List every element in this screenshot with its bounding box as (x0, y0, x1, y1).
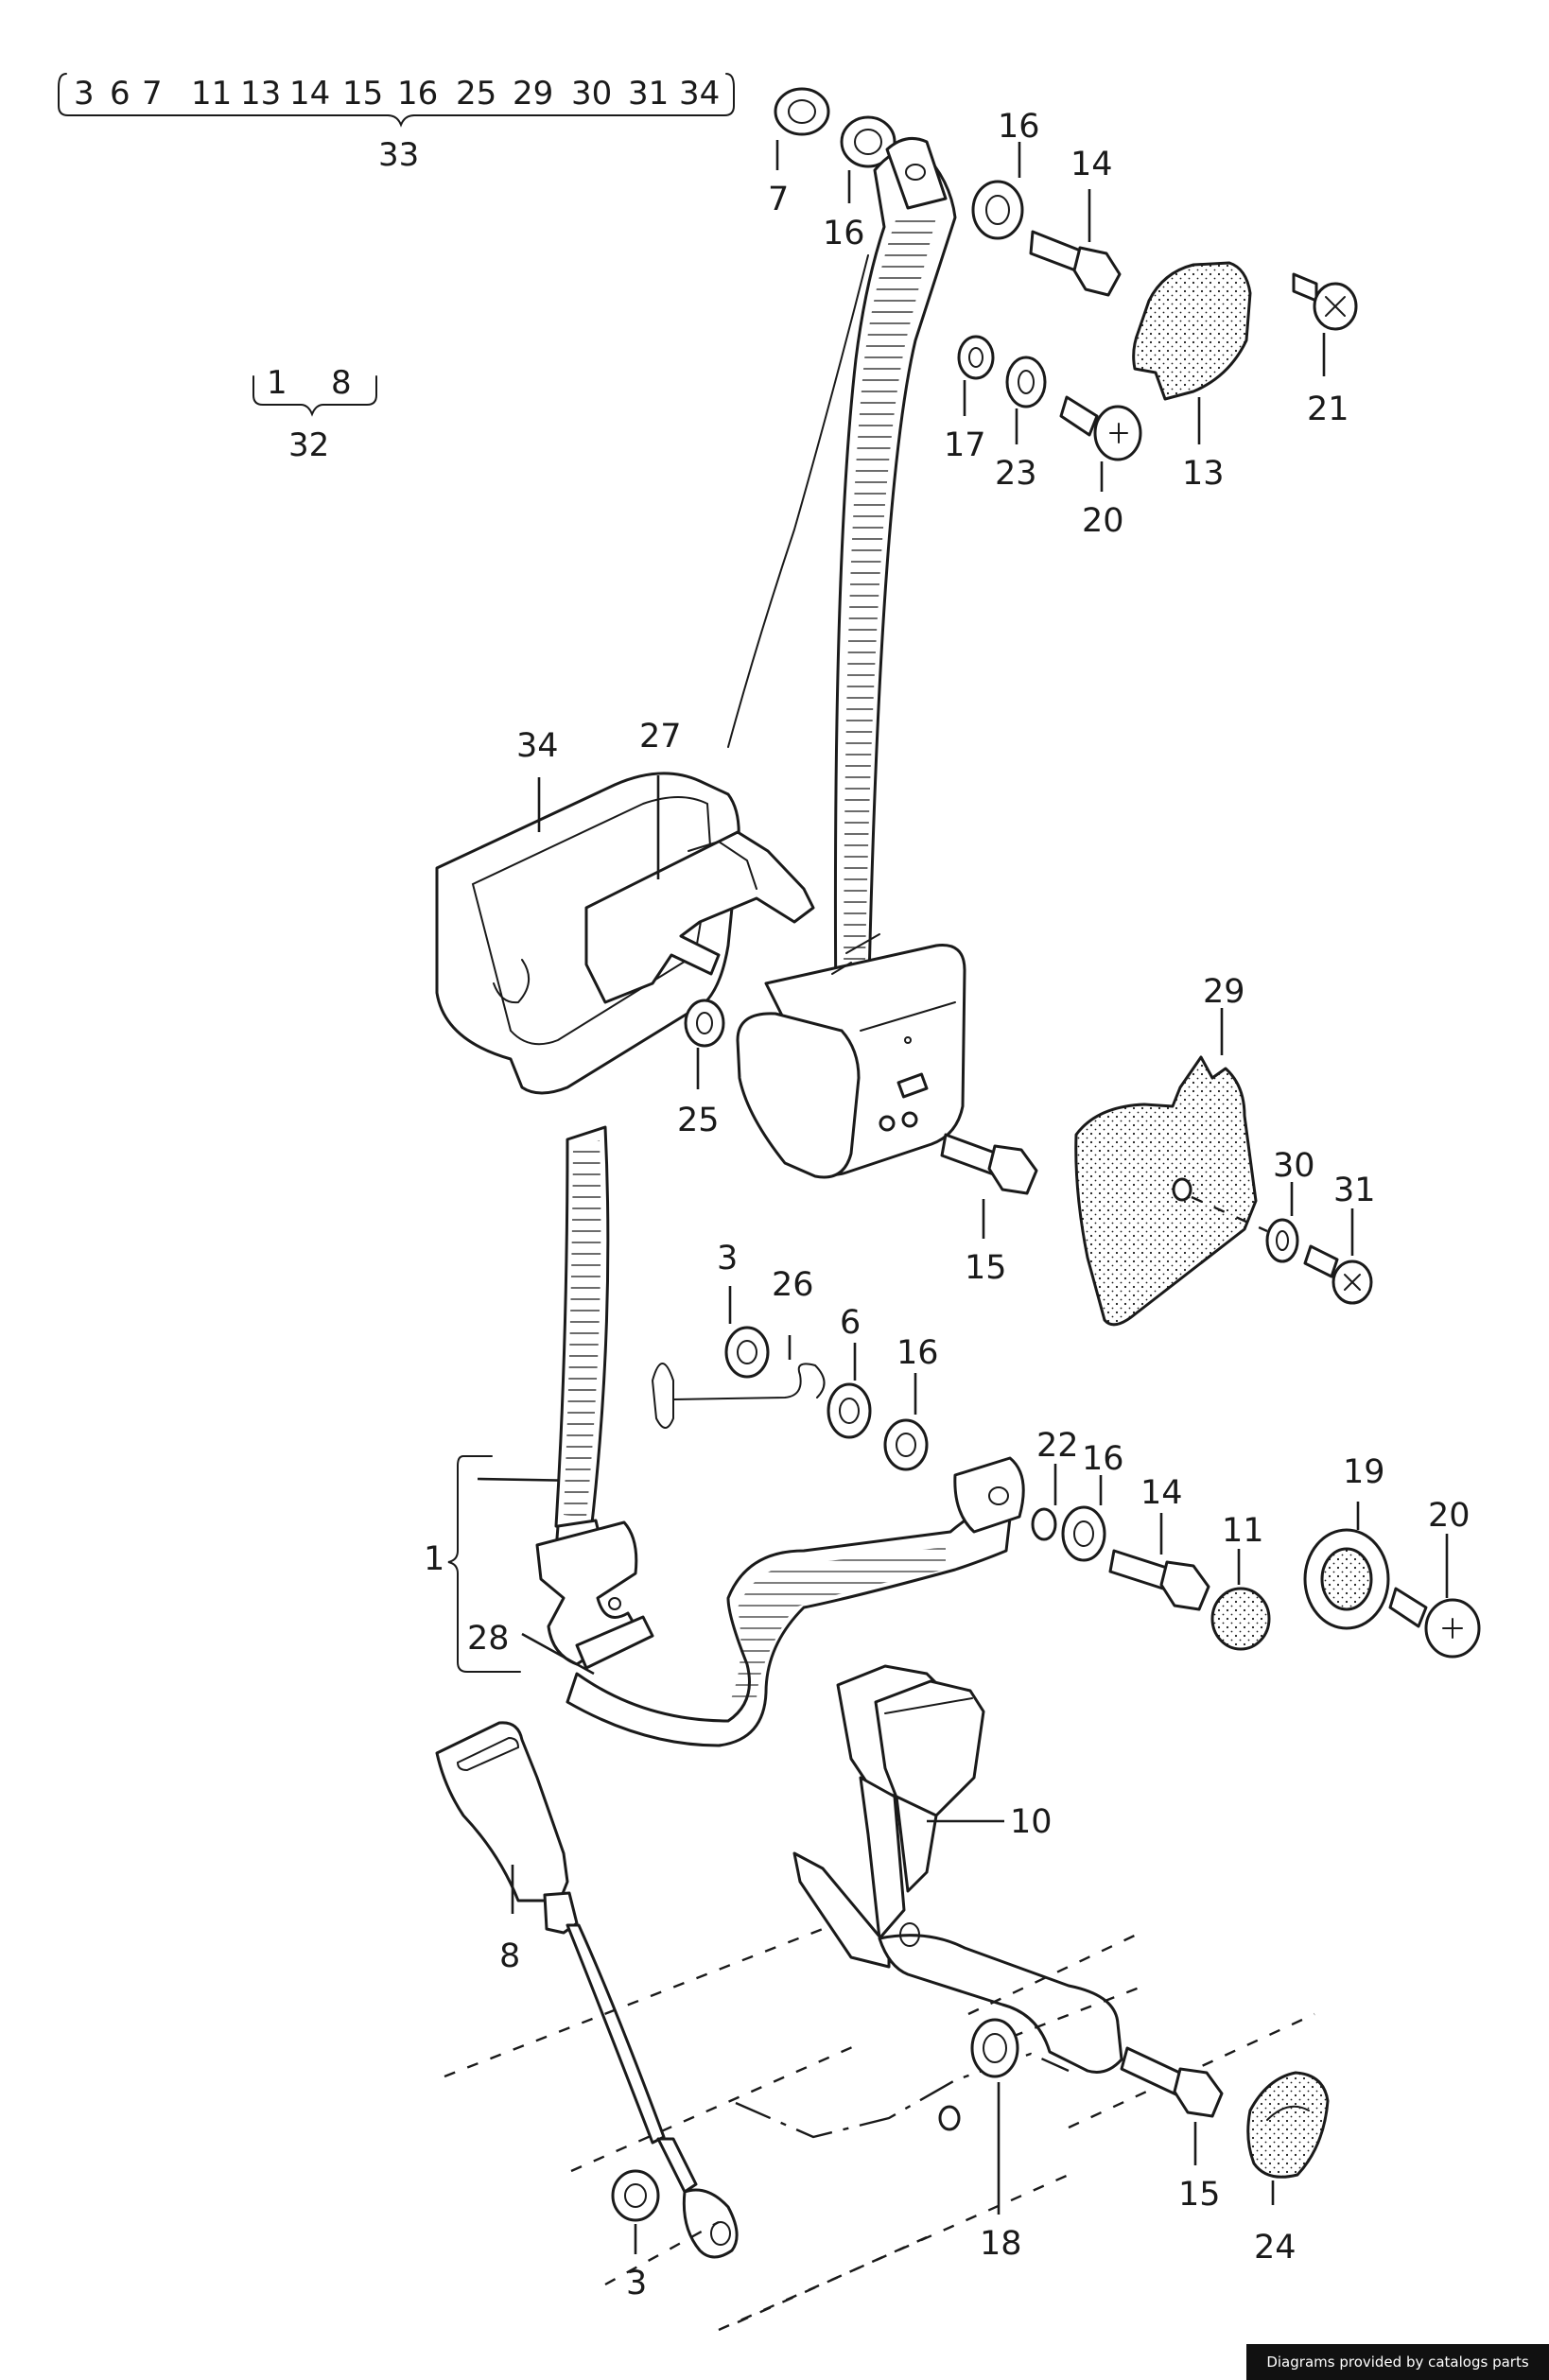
retractor-reel (736, 933, 966, 1179)
part-27-mounting-bracket (584, 775, 815, 1004)
group-33-item: 25 (456, 75, 496, 113)
callout-26: 26 (772, 1266, 814, 1304)
callout-16-c: 16 (896, 1334, 939, 1372)
callout-27: 27 (639, 718, 682, 756)
callout-6: 6 (840, 1304, 861, 1342)
part-6-spacer (827, 1343, 872, 1439)
group-33-item: 31 (628, 75, 669, 113)
part-8-buckle-tongue (435, 1721, 739, 2259)
callout-22: 22 (1036, 1427, 1079, 1465)
group-33-item: 16 (397, 75, 438, 113)
callout-15-b: 15 (1178, 2176, 1221, 2214)
part-11-cap (1210, 1549, 1271, 1651)
part-15-bolt-retractor (940, 1133, 1038, 1239)
group-33-total: 33 (378, 136, 419, 174)
group-33-item: 15 (342, 75, 383, 113)
part-14-bolt-lower (1108, 1513, 1210, 1611)
group-33-item: 34 (679, 75, 720, 113)
callout-7: 7 (768, 181, 789, 218)
part-16-washer-upper-b (971, 142, 1024, 240)
group-33-item: 14 (289, 75, 330, 113)
callout-24: 24 (1254, 2229, 1297, 2267)
callout-30: 30 (1273, 1147, 1315, 1185)
part-30-washer (1265, 1182, 1299, 1263)
group-32-total: 32 (288, 426, 329, 464)
callout-15-a: 15 (965, 1249, 1007, 1287)
part-20-screw-lower (1388, 1534, 1481, 1659)
part-18-washer (938, 2018, 1019, 2215)
group-33-part-list: 3 6 7 11 13 14 15 16 25 29 30 31 34 (74, 75, 720, 113)
group-33-bracket: 3 6 7 11 13 14 15 16 25 29 30 31 34 33 (58, 73, 735, 174)
callout-14-a: 14 (1070, 146, 1113, 183)
lap-belt-webbing (554, 1125, 1025, 1747)
diagram-credit: Diagrams provided by catalogs parts (1246, 2344, 1549, 2380)
part-26-spring-clip (651, 1335, 826, 1429)
part-13-anchor-cover (1132, 261, 1252, 444)
callout-14-b: 14 (1140, 1474, 1183, 1512)
group-32-bracket: 1 8 32 (252, 364, 377, 464)
part-19-escutcheon (1303, 1502, 1390, 1630)
part-3-spacer-lower (611, 2169, 660, 2254)
callout-18: 18 (980, 2225, 1022, 2263)
part-14-bolt-upper (1029, 189, 1122, 297)
callout-16-d: 16 (1082, 1440, 1124, 1478)
shoulder-belt-webbing (727, 136, 957, 1023)
part-16-washer-mid (883, 1373, 929, 1471)
group-33-item: 6 (110, 75, 131, 113)
callout-20-b: 20 (1428, 1497, 1471, 1535)
callout-11: 11 (1222, 1512, 1264, 1550)
callout-16-b: 16 (998, 108, 1040, 146)
group-33-item: 7 (142, 75, 163, 113)
callout-31: 31 (1333, 1172, 1376, 1209)
group-33-item: 13 (240, 75, 281, 113)
part-21-screw (1292, 272, 1358, 376)
callout-19: 19 (1343, 1453, 1385, 1491)
callout-21: 21 (1307, 391, 1349, 428)
belt-tongue-slider (535, 1520, 654, 1670)
callout-28: 28 (467, 1620, 510, 1658)
group-33-item: 29 (513, 75, 553, 113)
callout-3-a: 3 (717, 1240, 738, 1277)
part-20-screw-upper (1059, 395, 1142, 492)
callout-1-assembly: 1 (424, 1540, 444, 1578)
group-33-item: 11 (191, 75, 232, 113)
callout-34: 34 (516, 727, 559, 765)
floor-reference-dashes (444, 1927, 1315, 2332)
callout-23: 23 (995, 455, 1037, 493)
part-16-washer-lower (1061, 1475, 1106, 1562)
part-25-washer (684, 999, 725, 1089)
part-22-lock-washer (1031, 1464, 1057, 1541)
group-32-item: 8 (331, 364, 352, 402)
part-15-bolt-lower (1120, 2046, 1224, 2165)
callout-13: 13 (1182, 455, 1225, 493)
callout-3-b: 3 (626, 2265, 647, 2302)
group-33-item: 30 (571, 75, 612, 113)
part-28-belt-guide (521, 1632, 595, 1676)
callout-29: 29 (1203, 973, 1245, 1011)
part-3-spacer-mid (724, 1286, 770, 1379)
part-7-spacer (774, 87, 830, 170)
group-33-item: 3 (74, 75, 95, 113)
part-16-washer-upper-a (840, 115, 896, 203)
part-23-washer (1005, 356, 1047, 444)
part-31-screw (1303, 1208, 1373, 1305)
part-24-cover-cap (1246, 2071, 1330, 2205)
callout-25: 25 (677, 1102, 720, 1139)
callout-10: 10 (1010, 1803, 1053, 1841)
callout-17: 17 (944, 426, 986, 464)
callout-16-a: 16 (823, 215, 865, 252)
group-32-item: 1 (267, 364, 287, 402)
part-10-buckle-stalk (792, 1664, 1123, 2074)
callout-20-a: 20 (1082, 502, 1124, 540)
callout-8: 8 (499, 1937, 520, 1975)
part-29-retractor-cover (1074, 1008, 1268, 1327)
part-17-lock-washer (957, 335, 995, 416)
